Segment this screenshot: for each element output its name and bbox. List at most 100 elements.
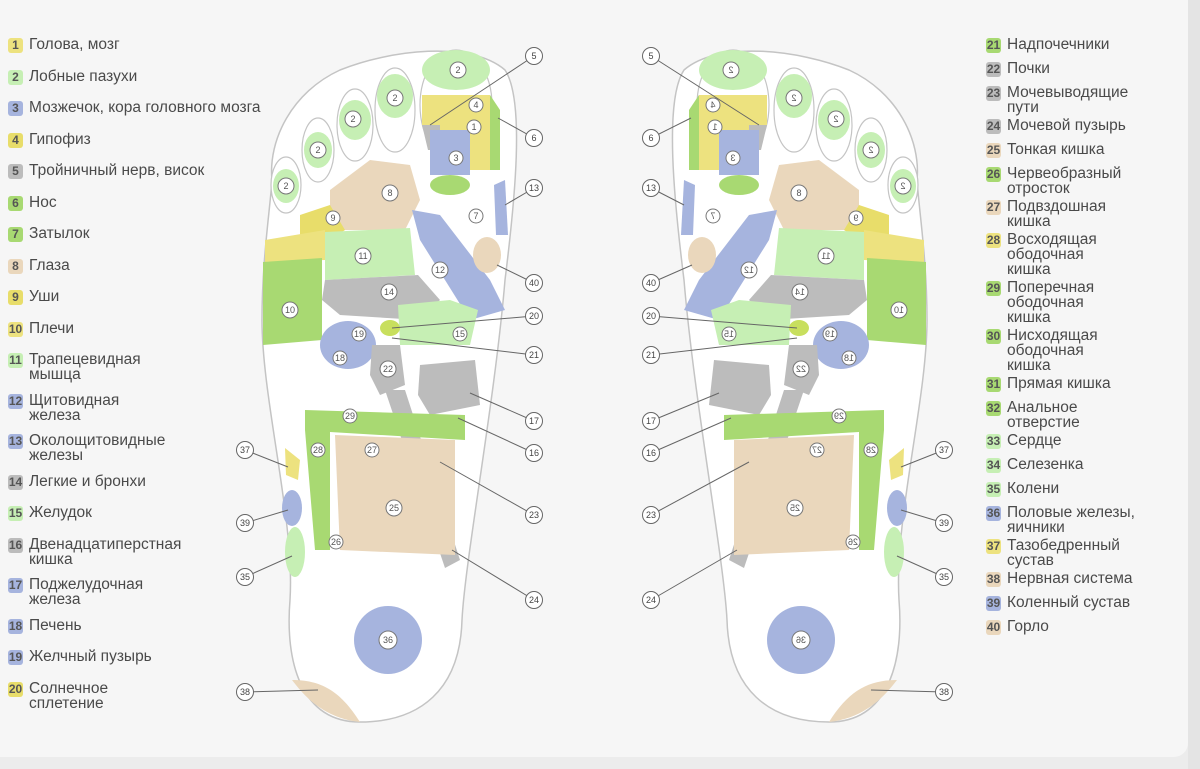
legend-label: Уши: [29, 288, 60, 305]
svg-text:24: 24: [529, 595, 539, 605]
left-callout-23: 23: [525, 506, 543, 524]
legend-label: Легкие и бронхи: [29, 472, 146, 490]
left-callout-6: 6: [525, 129, 543, 147]
legend-label: Желудок: [29, 504, 92, 521]
svg-text:37: 37: [240, 445, 250, 455]
left-callout-13: 13: [525, 179, 543, 197]
svg-text:13: 13: [646, 183, 656, 193]
svg-text:39: 39: [240, 518, 250, 528]
legend-item: 39 Коленный сустав: [986, 595, 1130, 611]
legend-label: Тазобедренный сустав: [1007, 537, 1120, 569]
legend-label: Селезенка: [1007, 456, 1084, 473]
legend-number-badge: 9: [8, 290, 23, 305]
svg-text:20: 20: [529, 311, 539, 321]
legend-label: Желчный пузырь: [29, 648, 152, 665]
right-callout-20: 20: [642, 307, 660, 325]
svg-text:24: 24: [646, 595, 656, 605]
legend-number-badge: 37: [986, 539, 1001, 554]
legend-number-badge: 32: [986, 401, 1001, 416]
svg-text:5: 5: [531, 51, 536, 61]
legend-label: Щитовидная железа: [29, 391, 120, 424]
left-callout-5: 5: [525, 47, 543, 65]
legend-number-badge: 34: [986, 458, 1001, 473]
svg-text:6: 6: [531, 133, 536, 143]
legend-number-badge: 38: [986, 572, 1001, 587]
legend-number-badge: 4: [8, 132, 23, 148]
svg-text:16: 16: [529, 448, 539, 458]
legend-number-badge: 20: [8, 681, 23, 697]
left-callout-38: 38: [236, 683, 254, 701]
legend-number-badge: 10: [8, 321, 23, 337]
svg-text:38: 38: [240, 687, 250, 697]
legend-item: 14 Легкие и бронхи: [8, 472, 146, 490]
svg-text:37: 37: [939, 445, 949, 455]
right-callout-39: 39: [935, 514, 953, 532]
legend-item: 20 Солнечное сплетение: [8, 679, 109, 712]
svg-text:23: 23: [646, 510, 656, 520]
legend-label: Мозжечок, кора головного мозга: [29, 99, 261, 116]
right-callout-24: 24: [642, 591, 660, 609]
legend-number-badge: 16: [8, 537, 23, 553]
legend-label: Солнечное сплетение: [29, 679, 109, 712]
right-callout-13: 13: [642, 179, 660, 197]
left-callout-40: 40: [525, 274, 543, 292]
legend-number-badge: 28: [986, 233, 1001, 248]
right-callout-35: 35: [935, 568, 953, 586]
legend-number-badge: 21: [986, 38, 1001, 53]
svg-text:38: 38: [939, 687, 949, 697]
legend-number-badge: 14: [8, 474, 23, 490]
left-callout-24: 24: [525, 591, 543, 609]
legend-label: Тонкая кишка: [1007, 141, 1105, 158]
legend-label: Лобные пазухи: [29, 67, 138, 85]
legend-label: Прямая кишка: [1007, 375, 1111, 392]
legend-label: Восходящая ободочная кишка: [1007, 231, 1097, 278]
legend-number-badge: 8: [8, 258, 23, 274]
right-callout-16: 16: [642, 444, 660, 462]
legend-number-badge: 39: [986, 596, 1001, 611]
right-callout-40: 40: [642, 274, 660, 292]
left-callout-21: 21: [525, 346, 543, 364]
legend-number-badge: 26: [986, 167, 1001, 182]
legend-label: Трапецевидная мышца: [29, 351, 141, 383]
legend-number-badge: 18: [8, 618, 23, 634]
svg-text:17: 17: [646, 416, 656, 426]
legend-label: Мочевой пузырь: [1007, 117, 1126, 134]
legend-label: Анальное отверстие: [1007, 399, 1080, 431]
legend-label: Поджелудочная железа: [29, 576, 144, 608]
legend-label: Коленный сустав: [1007, 594, 1131, 611]
legend-item: 34 Селезенка: [986, 457, 1083, 473]
right-callout-17: 17: [642, 412, 660, 430]
legend-label: Надпочечники: [1007, 36, 1110, 53]
legend-number-badge: 5: [8, 164, 23, 179]
legend-number-badge: 17: [8, 578, 23, 593]
legend-label: Мочевыводящие пути: [1007, 84, 1129, 116]
legend-number-badge: 3: [8, 101, 23, 116]
svg-text:13: 13: [529, 183, 539, 193]
right-foot: [671, 49, 928, 723]
legend-number-badge: 33: [986, 434, 1001, 449]
legend-number-badge: 23: [986, 86, 1001, 101]
legend-item: 28 Восходящая ободочная кишка: [986, 232, 1097, 277]
left-callout-17: 17: [525, 412, 543, 430]
legend-number-badge: 22: [986, 62, 1001, 77]
legend-label: Тройничный нерв, висок: [29, 162, 205, 179]
legend-label: Поперечная ободочная кишка: [1007, 279, 1095, 326]
legend-number-badge: 40: [986, 620, 1001, 635]
legend-label: Почки: [1007, 60, 1050, 77]
legend-number-badge: 7: [8, 227, 23, 242]
legend-number-badge: 2: [8, 69, 23, 85]
